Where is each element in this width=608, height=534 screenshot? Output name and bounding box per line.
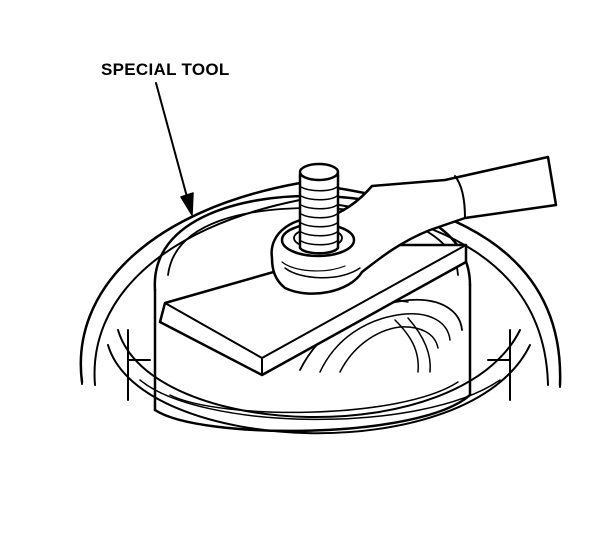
bore-bottom	[107, 329, 531, 435]
special-tool-label: SPECIAL TOOL	[101, 60, 230, 79]
callout-leader	[155, 82, 194, 216]
threaded-bolt	[280, 162, 356, 258]
